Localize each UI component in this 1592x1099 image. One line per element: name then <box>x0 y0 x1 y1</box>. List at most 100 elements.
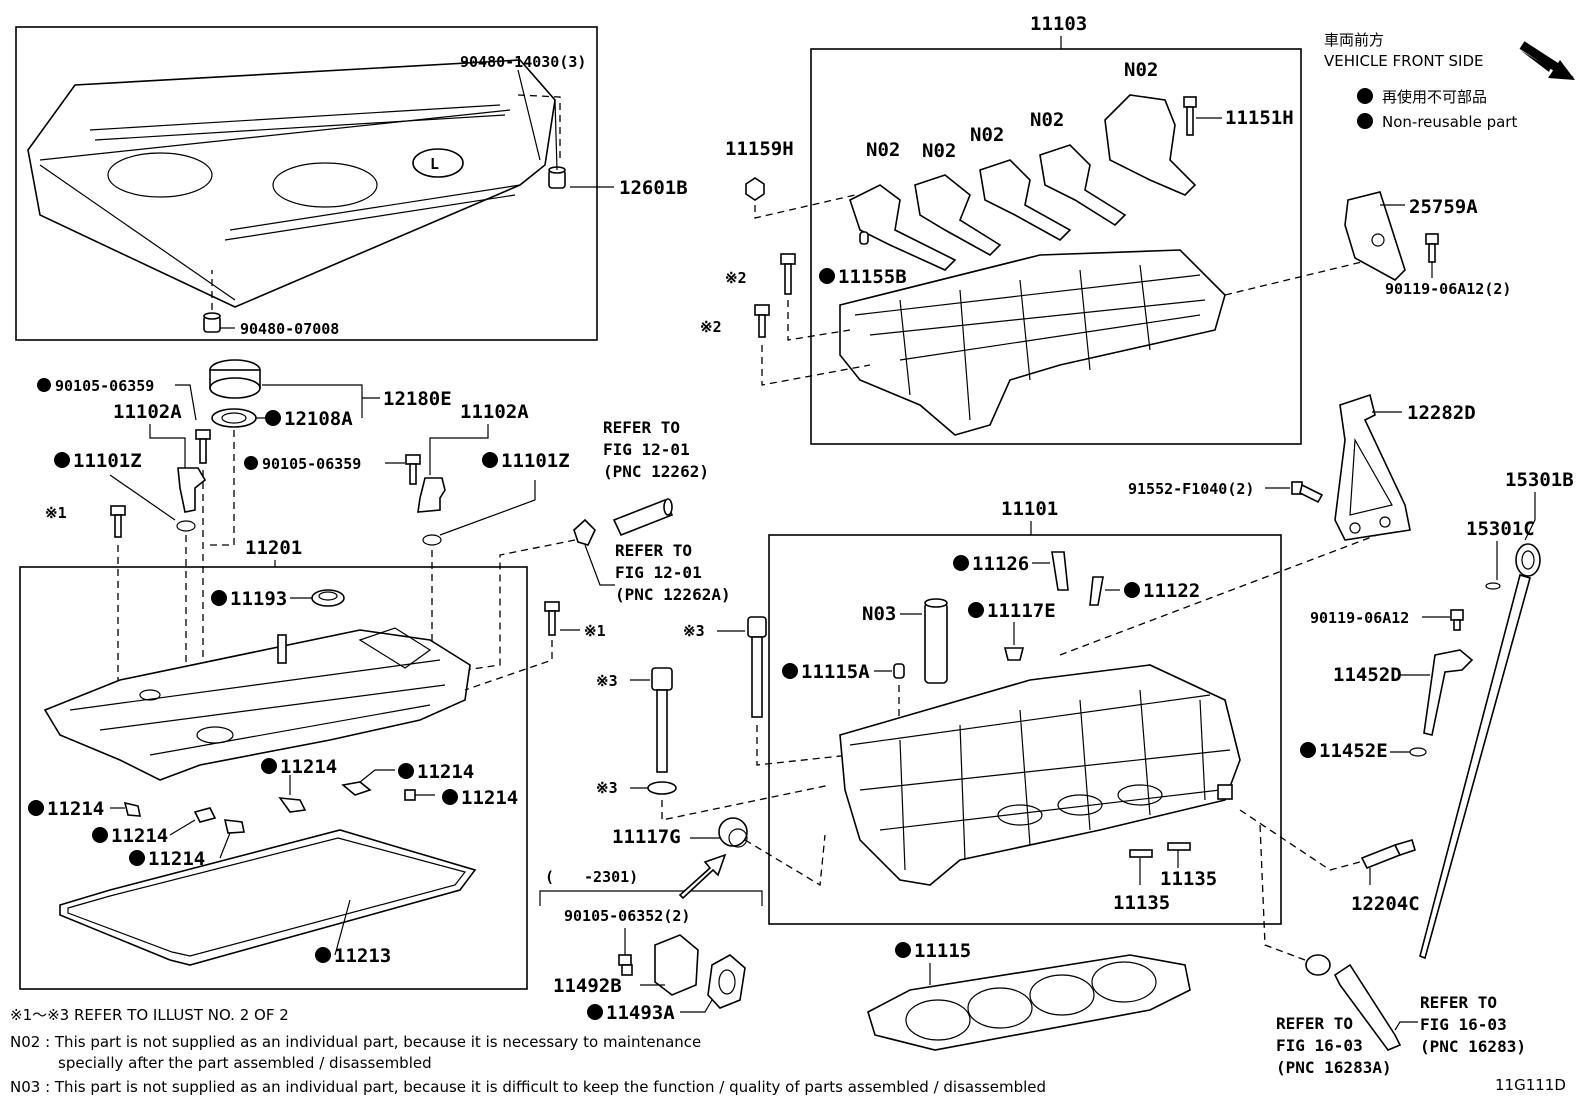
pnc-16283a: (PNC 16283A) <box>1276 1058 1392 1077</box>
non-reusable-dot-11213 <box>315 947 331 963</box>
non-reusable-dot-11115a <box>782 663 798 679</box>
non-reusable-dot-11101z-right <box>482 452 498 468</box>
label-mark3-a: ※3 <box>596 672 618 690</box>
label-11214-f: 11214 <box>148 848 205 870</box>
clamp-11214-c-icon <box>404 789 416 801</box>
label-mark2-upper: ※2 <box>725 269 747 287</box>
bolt-mark1-right-icon <box>544 601 560 636</box>
legend-dot-jp <box>1357 88 1373 104</box>
label-11135-left: 11135 <box>1113 892 1170 914</box>
non-reusable-dot-11214-c <box>442 789 458 805</box>
label-15301b: 15301B <box>1505 469 1574 491</box>
label-12601b: 12601B <box>619 177 688 199</box>
head-cover-drawing <box>43 627 471 781</box>
head-cover-box <box>19 566 528 990</box>
label-11151h: 11151H <box>1225 107 1294 129</box>
non-reusable-dot-11101z-left <box>54 452 70 468</box>
pin-11135-b-icon <box>1167 842 1191 851</box>
label-15301c: 15301C <box>1466 518 1535 540</box>
bolt-90105-left-icon <box>195 429 211 464</box>
gasket-11493a-icon <box>707 954 746 1009</box>
label-11155b: 11155B <box>838 266 907 288</box>
pnc-16283: (PNC 16283) <box>1420 1037 1526 1056</box>
label-11115: 11115 <box>914 940 971 962</box>
label-90119-06a12-2: 90119-06A12(2) <box>1385 280 1511 298</box>
legend-en: Non-reusable part <box>1382 113 1517 131</box>
label-n02-top: N02 <box>1124 59 1158 81</box>
label-90105-06359-right: 90105-06359 <box>262 455 361 473</box>
date-range: ( -2301) <box>545 868 638 886</box>
bolt-90105-06352-icon <box>618 954 633 976</box>
non-reusable-dot-11117e <box>968 602 984 618</box>
fig-12-01-1: FIG 12-01 <box>603 440 690 459</box>
non-reusable-dot-11214-a <box>261 758 277 774</box>
label-11101: 11101 <box>1001 498 1058 520</box>
plug-11117e-icon <box>1003 647 1025 661</box>
note-marks-ref: ※1～※3 REFER TO ILLUST NO. 2 OF 2 <box>10 1006 289 1024</box>
label-11117g: 11117G <box>612 826 681 848</box>
label-mark1-right: ※1 <box>584 622 606 640</box>
label-n02-b: N02 <box>922 140 956 162</box>
date-range-bracket <box>539 890 763 906</box>
refer-to-1: REFER TO <box>603 418 680 437</box>
engine-cover-drawing: L <box>27 59 556 308</box>
label-11214-d: 11214 <box>47 798 104 820</box>
non-reusable-dot-11155b <box>819 268 835 284</box>
pnc-12262: (PNC 12262) <box>603 462 709 481</box>
non-reusable-dot-90105-left <box>37 378 51 392</box>
label-11452e: 11452E <box>1319 740 1388 762</box>
tube-n03-icon <box>924 598 948 684</box>
label-11102a-left: 11102A <box>113 401 182 423</box>
pin-11155b-icon <box>859 231 869 245</box>
label-mark3-c: ※3 <box>683 622 705 640</box>
label-11135-right: 11135 <box>1160 868 1217 890</box>
camshaft-housing-box <box>810 48 1302 445</box>
svg-text:L: L <box>430 155 439 173</box>
pin-11135-a-icon <box>1129 849 1153 858</box>
vehicle-front-en: VEHICLE FRONT SIDE <box>1324 52 1484 70</box>
bolt-mark2-lower-icon <box>754 304 770 338</box>
label-90105-06359-left: 90105-06359 <box>55 377 154 395</box>
o-ring-left-icon <box>176 520 196 532</box>
non-reusable-dot-11214-d <box>28 800 44 816</box>
clamp-11214-a-icon <box>278 797 307 813</box>
label-11452d: 11452D <box>1333 664 1402 686</box>
label-11101z-left: 11101Z <box>73 450 142 472</box>
non-reusable-dot-11126 <box>953 555 969 571</box>
fig-16-03-1: FIG 16-03 <box>1276 1036 1363 1055</box>
label-11213: 11213 <box>334 945 391 967</box>
label-n03: N03 <box>862 603 896 625</box>
fig-12-01-2: FIG 12-01 <box>615 563 702 582</box>
pnc-12262a: (PNC 12262A) <box>615 585 731 604</box>
filler-gasket-icon <box>211 408 257 428</box>
vehicle-front-jp: 車両前方 <box>1324 31 1384 49</box>
bolt-90105-right-icon <box>405 454 421 485</box>
dowel-11115a-icon <box>893 663 905 679</box>
label-n02-a: N02 <box>866 139 900 161</box>
bolt-mark1-left-icon <box>110 505 126 538</box>
non-reusable-dot-11193 <box>211 590 227 606</box>
bolt-90119-06a12-2-icon <box>1425 233 1439 263</box>
label-mark1-left: ※1 <box>45 504 67 522</box>
refer-to-4: REFER TO <box>1420 993 1497 1012</box>
head-bolt-c-icon <box>747 616 767 718</box>
bolt-mark2-upper-icon <box>780 253 796 295</box>
non-reusable-dot-12108a <box>265 410 281 426</box>
label-11101z-right: 11101Z <box>501 450 570 472</box>
pin-11122-icon <box>1089 576 1104 606</box>
grommet-icon <box>548 166 566 189</box>
guide-11126-icon <box>1051 551 1069 591</box>
label-11214-b: 11214 <box>417 761 474 783</box>
legend-jp: 再使用不可部品 <box>1382 88 1487 106</box>
bolt-90119-06a12-icon <box>1450 609 1464 631</box>
label-25759a: 25759A <box>1409 196 1478 218</box>
note-n02-line1: N02 : This part is not supplied as an in… <box>10 1033 701 1051</box>
label-11201: 11201 <box>245 537 302 559</box>
grommet-lower-icon <box>203 312 221 333</box>
cam-sensor-right-icon <box>417 477 446 513</box>
label-11492b: 11492B <box>553 975 622 997</box>
bolt-91552-icon <box>1291 481 1324 504</box>
illustration-code: 11G111D <box>1495 1076 1566 1094</box>
fig-16-03-2: FIG 16-03 <box>1420 1015 1507 1034</box>
